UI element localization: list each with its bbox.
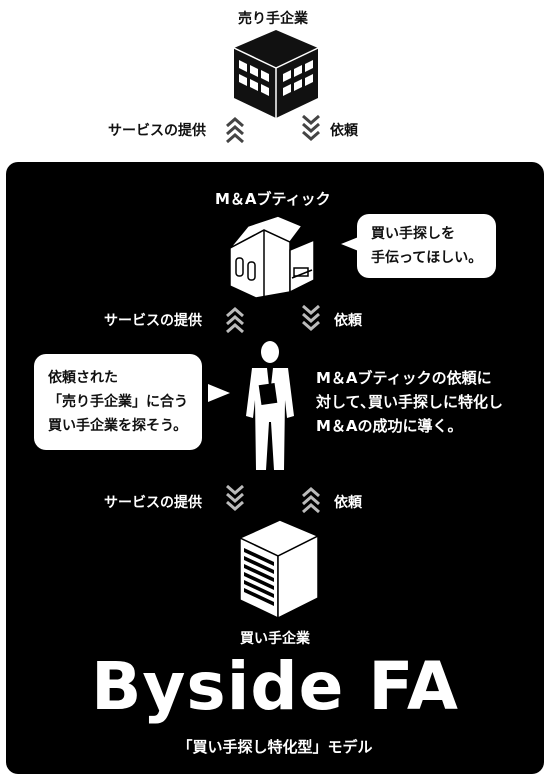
buyer-building-icon (238, 519, 320, 620)
bottom-service-label: サービスの提供 (104, 495, 202, 511)
boutique-building-icon (229, 215, 315, 299)
businessman-icon (246, 341, 294, 470)
mid-service-label: サービスの提供 (104, 313, 202, 329)
boutique-title: M＆Aブティック (215, 190, 331, 208)
chevrons-down-icon (226, 484, 244, 511)
bubble-line: 手伝ってほしい。 (371, 250, 483, 266)
brand-name: Byside FA (91, 648, 459, 725)
seller-building-icon (233, 30, 319, 118)
speech-tail (208, 384, 230, 402)
description-line: 対して､買い手探しに特化し (316, 393, 504, 411)
description-line: M＆Aブティックの依頼に (316, 369, 492, 387)
bubble-line: 買い手探しを (371, 226, 455, 242)
bottom-request-label: 依頼 (334, 495, 362, 511)
chevrons-up-icon (226, 307, 244, 334)
seller-title: 売り手企業 (238, 11, 308, 27)
chevrons-up-icon (226, 117, 244, 144)
chevrons-down-icon (302, 304, 320, 331)
bubble-line: 買い手企業を探そう。 (48, 418, 188, 434)
mid-request-label: 依頼 (334, 313, 362, 329)
description-line: M＆Aの成功に導く。 (316, 417, 463, 435)
buyer-title: 買い手企業 (240, 631, 310, 647)
bubble-line: 依頼された (48, 370, 118, 386)
bubble-line: 「売り手企業」に合う (48, 394, 188, 410)
chevrons-up-icon (302, 487, 320, 514)
model-label: 「買い手探し特化型」モデル (177, 738, 373, 756)
chevrons-down-icon (302, 114, 320, 141)
top-service-label: サービスの提供 (108, 123, 206, 139)
top-request-label: 依頼 (330, 123, 358, 139)
advisor-speech-bubble: 依頼された 「売り手企業」に合う 買い手企業を探そう。 (34, 354, 202, 450)
advisor-description: M＆Aブティックの依頼に 対して､買い手探しに特化し M＆Aの成功に導く。 (316, 366, 503, 438)
speech-tail (341, 236, 361, 252)
boutique-speech-bubble: 買い手探しを 手伝ってほしい。 (357, 214, 497, 278)
